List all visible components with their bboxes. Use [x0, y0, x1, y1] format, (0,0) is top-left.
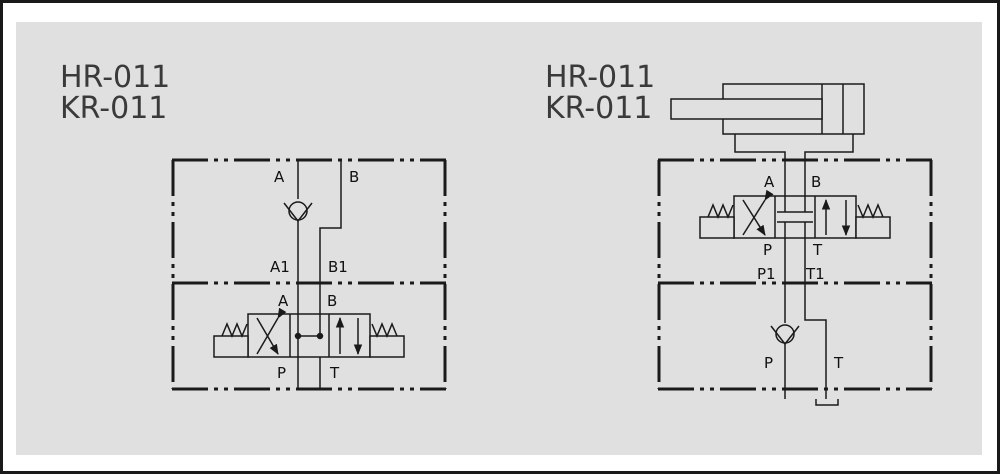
left-port-p: P — [277, 364, 286, 382]
check-valve-icon — [283, 201, 313, 223]
right-title-line2: KR-011 — [545, 91, 652, 126]
right-port-t: T — [833, 354, 844, 372]
left-solenoid-left — [213, 322, 249, 358]
right-port-labels: A B P T P1 T1 P T — [757, 173, 844, 372]
left-port-b-valve: B — [327, 292, 337, 310]
left-title-line2: KR-011 — [60, 91, 167, 126]
hydraulic-cylinder — [670, 83, 865, 160]
left-port-a1: A1 — [270, 258, 290, 276]
left-title-line1: HR-011 — [60, 60, 170, 95]
right-solenoid-right — [855, 203, 891, 239]
left-port-a-valve: A — [278, 292, 289, 310]
right-title-line1: HR-011 — [545, 60, 655, 95]
right-port-t1: T1 — [805, 265, 825, 283]
left-lower-lines — [297, 357, 321, 389]
left-port-b-top: B — [349, 168, 359, 186]
right-solenoid-left — [699, 203, 735, 239]
right-valve-center-envelope — [777, 196, 813, 238]
right-port-t-valve: T — [812, 241, 823, 259]
right-valve-cross-envelope — [742, 189, 774, 236]
left-upper-lines — [297, 160, 342, 322]
right-check-valve-icon — [770, 324, 800, 346]
right-block-outline — [657, 158, 933, 391]
right-port-b: B — [811, 173, 821, 191]
right-port-p-valve: P — [763, 241, 772, 259]
left-port-b1: B1 — [328, 258, 348, 276]
left-valve-center-envelope — [294, 314, 324, 357]
left-diagram: HR-011 KR-011 — [60, 60, 447, 391]
right-port-a: A — [764, 173, 775, 191]
right-port-p1: P1 — [757, 265, 776, 283]
left-valve-parallel-envelope — [335, 316, 363, 356]
right-port-p: P — [764, 354, 773, 372]
right-diagram: HR-011 KR-011 — [545, 60, 933, 406]
left-solenoid-right — [369, 322, 405, 358]
right-directional-valve — [733, 195, 857, 239]
right-valve-parallel-envelope — [821, 198, 851, 237]
right-vertical-lines — [784, 160, 839, 406]
left-valve-cross-envelope — [256, 307, 287, 355]
left-block-outline — [171, 158, 447, 391]
left-port-a-top: A — [274, 168, 285, 186]
left-port-t: T — [329, 364, 340, 382]
left-port-labels: A B A1 B1 A B P T — [270, 168, 359, 382]
